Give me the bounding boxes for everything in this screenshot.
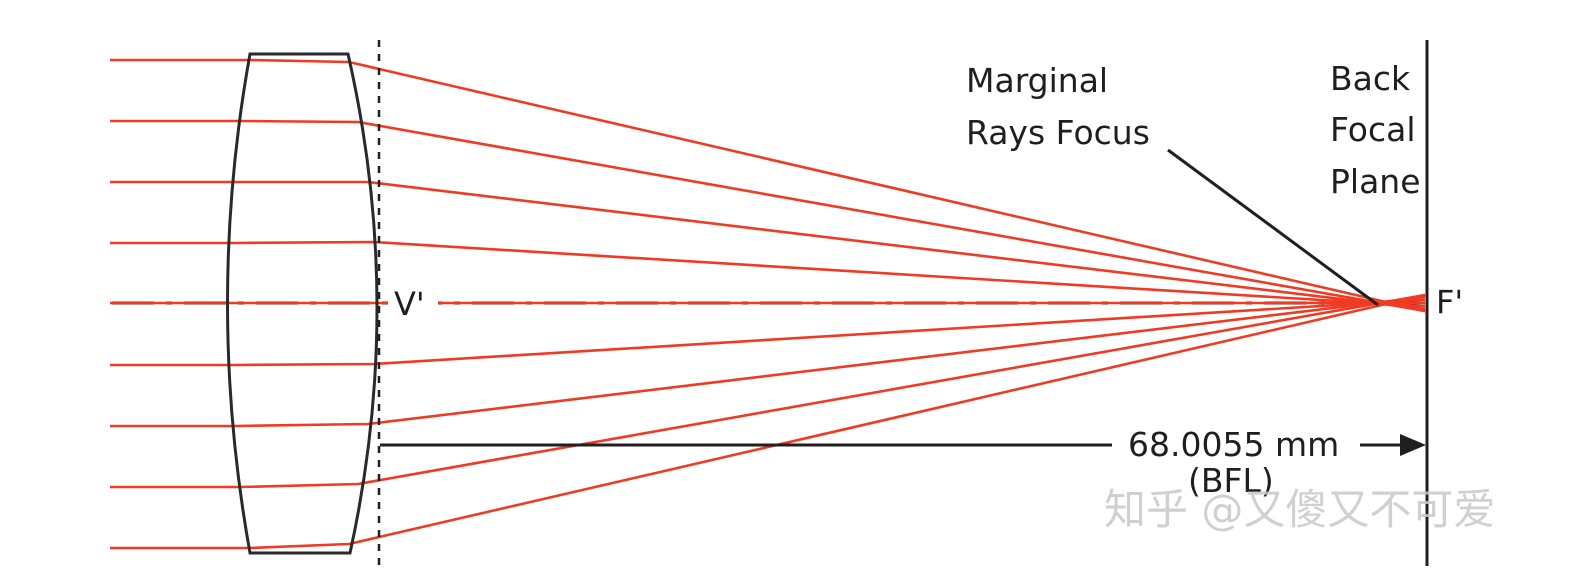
marginal-rays-label-line2: Rays Focus <box>966 113 1150 152</box>
ray-4 <box>110 240 1426 308</box>
ray-6 <box>110 298 1426 367</box>
back-focal-plane-label-line2: Focal <box>1330 110 1416 149</box>
ray-3 <box>110 180 1426 311</box>
ray-9 <box>110 293 1426 550</box>
ray-7 <box>110 295 1426 428</box>
ray-1 <box>110 58 1426 313</box>
marginal-focus-leader-line <box>1167 148 1379 307</box>
marginal-rays-label-line1: Marginal <box>966 61 1108 100</box>
bfl-value-label: 68.0055 mm <box>1128 425 1339 464</box>
vertex-label: V' <box>394 285 425 323</box>
focus-label: F' <box>1436 283 1463 321</box>
ray-2 <box>110 119 1426 313</box>
bfl-arrow-head <box>1400 434 1426 456</box>
vertex-label-bg <box>388 282 438 324</box>
ray-bundle <box>110 58 1426 550</box>
watermark-text: 知乎 @又傻又不可爱 <box>1104 485 1495 534</box>
ray-8 <box>110 293 1426 489</box>
back-focal-plane-label-line1: Back <box>1330 59 1411 98</box>
bfl-abbreviation-label: (BFL) <box>1188 461 1274 500</box>
lens-element <box>226 52 379 555</box>
back-focal-plane-label-line3: Plane <box>1330 162 1421 201</box>
